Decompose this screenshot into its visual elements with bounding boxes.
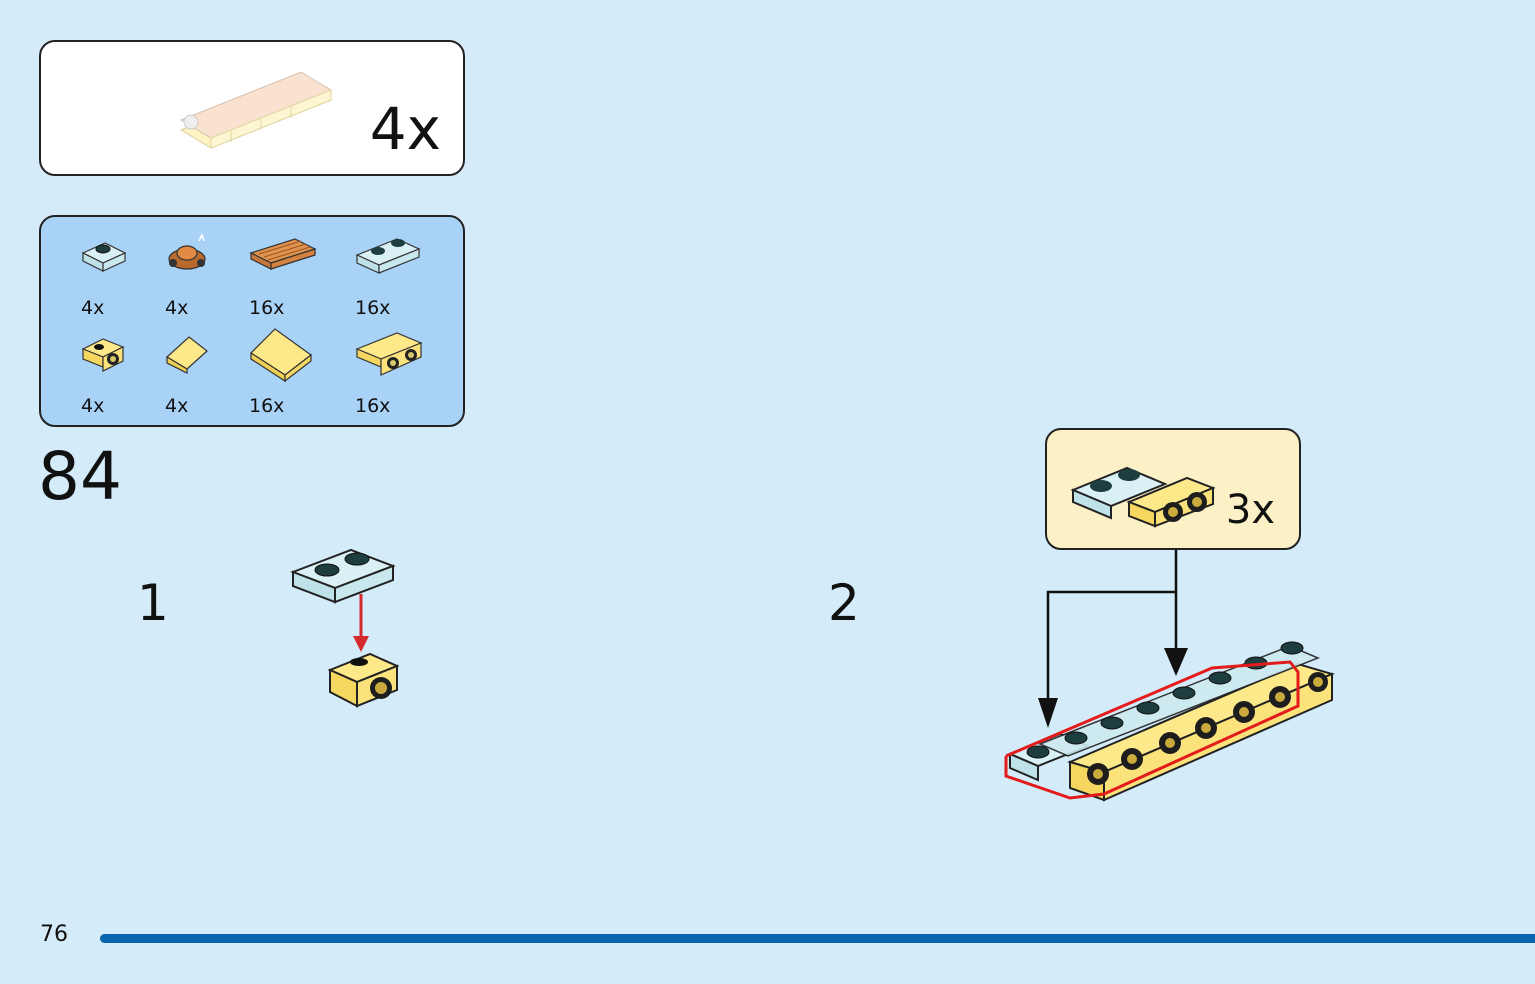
yellow-large-slope-icon [250,328,313,383]
submodel-quantity: 4x [369,95,441,163]
page-progress-bar [100,934,1535,943]
part-item: 16x [353,227,433,319]
substep-1-illustration [290,548,400,708]
transparent-plate-icon [81,242,127,272]
part-item: 4x [163,325,243,417]
part-qty: 16x [249,395,285,417]
yellow-bracket-1x1 [327,652,400,708]
part-qty: 16x [249,297,285,319]
part-item: 4x [163,227,243,319]
part-qty: 16x [355,395,391,417]
submodel-box: 4x [39,40,465,176]
callout-quantity: 3x [1225,487,1275,533]
yellow-bracket-icon [81,338,125,372]
transparent-plate-1x2-icon [355,238,421,274]
submodel-illustration [179,71,333,149]
part-qty: 16x [355,297,391,319]
part-qty: 4x [165,395,189,417]
callout-assembly-icon [1070,466,1216,528]
yellow-small-slope-icon [165,336,208,374]
substep-number-2: 2 [828,574,860,632]
part-item: 16x [353,325,433,417]
step-number: 84 [38,438,122,515]
new-parts-highlight [1004,660,1300,800]
arrow-head-left [1038,698,1058,728]
substep-2-illustration [1004,550,1335,802]
page-number: 76 [40,922,68,947]
orange-tile-icon [249,238,317,270]
parts-list: 4x 4x 16x 16x [39,215,465,427]
row-assembly [1004,641,1335,802]
part-item: 4x [79,227,159,319]
part-qty: 4x [81,297,105,319]
part-qty: 4x [165,297,189,319]
brown-accessory-icon [168,233,206,270]
part-qty: 4x [81,395,105,417]
callout-box: 3x [1045,428,1301,550]
arrow-head-right [1164,648,1188,676]
part-item: 16x [247,227,327,319]
placement-arrow [353,594,369,652]
part-item: 16x [247,325,327,417]
connector-arrows [1046,550,1178,700]
transparent-plate-1x2 [290,548,396,604]
part-item: 4x [79,325,159,417]
substep-number-1: 1 [137,574,169,632]
yellow-bracket-1x2-icon [355,332,423,376]
